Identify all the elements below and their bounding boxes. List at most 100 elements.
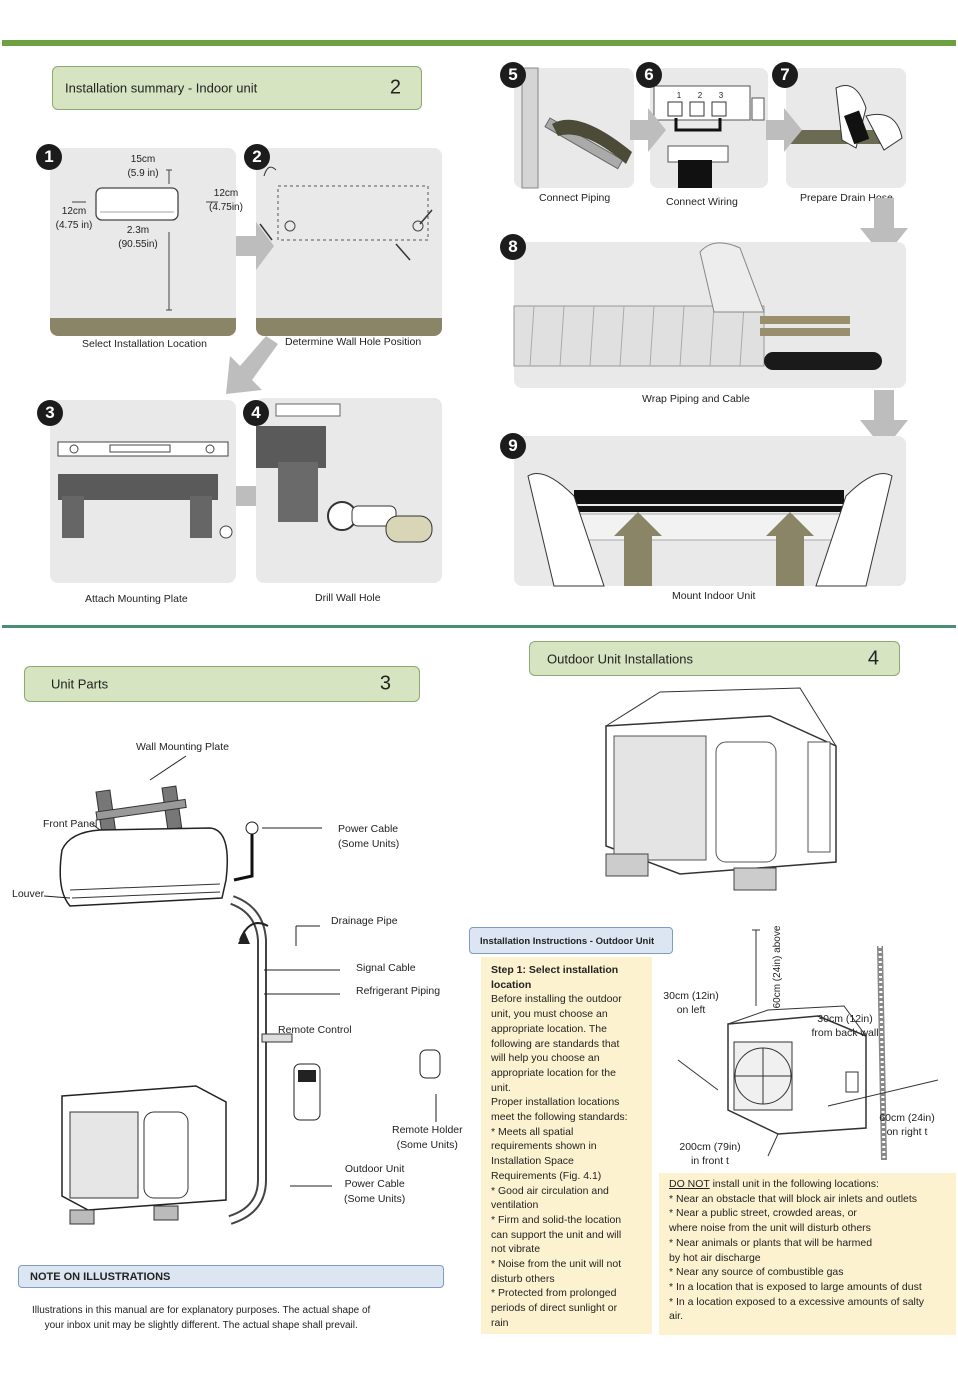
label-front-panel: Front Panel — [43, 818, 98, 830]
dim-bottom: 2.3m(90.55in) — [118, 225, 158, 250]
step-lines: Before installing the outdoor unit, you m… — [491, 992, 642, 1330]
step-6-caption: Connect Wiring — [666, 196, 738, 208]
text-line: meet the following standards: — [491, 1111, 628, 1124]
mount-unit-drawing — [527, 473, 893, 587]
text-line: disturb others — [491, 1272, 555, 1285]
text-line: appropriate location for the — [491, 1066, 616, 1079]
text-line: * Good air circulation and — [491, 1184, 609, 1197]
arrow-right-icon — [766, 108, 802, 152]
step-2-panel — [256, 148, 442, 336]
label-remote-control: Remote Control — [278, 1024, 352, 1036]
text-line: * Near a public street, crowded areas, o… — [669, 1207, 857, 1220]
step-1-caption: Select Installation Location — [82, 338, 207, 350]
text-line: * Noise from the unit will not — [491, 1258, 622, 1271]
text-line: unit, you must choose an — [491, 1008, 608, 1021]
drain-hose-drawing — [786, 85, 903, 151]
section-title: Outdoor Unit Installations — [547, 651, 693, 666]
text-line: following are standards that — [491, 1037, 620, 1050]
space-right: 60cm (24in)on right t — [879, 1112, 935, 1138]
middle-green-rule — [2, 625, 956, 628]
floor-strip — [50, 318, 236, 336]
text-line: * Meets all spatial — [491, 1125, 574, 1138]
space-back: 30cm (12in)from back wall — [811, 1013, 879, 1039]
text-line: not vibrate — [491, 1243, 541, 1256]
terminal-1: 1 — [676, 91, 682, 100]
note-header: NOTE ON ILLUSTRATIONS — [18, 1265, 444, 1288]
text-line: can support the unit and will — [491, 1228, 622, 1241]
do-not-heading-rest: install unit in the following locations: — [709, 1178, 879, 1190]
step-8-badge: 8 — [500, 234, 526, 260]
drill-wall-drawing — [256, 403, 433, 543]
text-line: Installation Space — [491, 1155, 574, 1168]
text-line: air. — [669, 1310, 684, 1323]
step-5-badge: 5 — [500, 62, 526, 88]
text-line: will help you choose an — [491, 1052, 600, 1065]
text-line: ventilation — [491, 1199, 539, 1212]
text-line: * Near an obstacle that will block air i… — [669, 1192, 918, 1205]
space-requirements-drawing — [677, 929, 939, 1161]
arrow-down-icon — [860, 390, 908, 450]
section-number: 4 — [867, 647, 879, 669]
text-line: appropriate location. The — [491, 1022, 607, 1035]
text-line: Proper installation locations — [491, 1096, 620, 1109]
section-3-header: Unit Parts 3 — [24, 666, 420, 702]
note-text: Illustrations in this manual are for exp… — [32, 1305, 371, 1331]
label-refrigerant-piping: Refrigerant Piping — [356, 985, 441, 997]
step-5-caption: Connect Piping — [539, 192, 611, 204]
do-not-lines: * Near an obstacle that will block air i… — [669, 1192, 946, 1324]
section-number: 3 — [379, 672, 391, 695]
text-line: * Firm and solid-the location — [491, 1213, 622, 1226]
dim-top: 15cm(5.9 in) — [127, 154, 159, 179]
piping-drawing — [521, 67, 632, 189]
text-line: * Near any source of combustible gas — [669, 1266, 844, 1279]
section-2-header: Installation summary - Indoor unit 2 — [52, 66, 422, 110]
text-line: unit. — [491, 1081, 511, 1094]
step-1-box: Step 1: Select installation location Bef… — [481, 957, 652, 1334]
section-title: Installation summary - Indoor unit — [65, 80, 258, 96]
text-line: where noise from the unit will disturb o… — [669, 1222, 871, 1235]
arrow-right-icon — [236, 222, 274, 270]
step-2-badge: 2 — [244, 144, 270, 170]
step-4-badge: 4 — [243, 400, 269, 426]
ac-unit-drawing — [72, 169, 218, 311]
step-2-caption: Determine Wall Hole Position — [285, 336, 422, 348]
step-9-badge: 9 — [500, 433, 526, 459]
text-line: requirements shown in — [491, 1140, 597, 1153]
mounting-plate-drawing — [57, 441, 233, 539]
do-not-box: DO NOT install unit in the following loc… — [659, 1173, 956, 1335]
wall-hole-drawing — [259, 166, 433, 261]
text-line: Before installing the outdoor — [491, 993, 622, 1006]
section-number: 2 — [389, 76, 401, 99]
label-remote-holder: Remote Holder(Some Units) — [392, 1124, 463, 1151]
space-left: 30cm (12in)on left — [663, 990, 719, 1016]
step-7-caption: Prepare Drain Hose — [800, 192, 893, 204]
section-title: Unit Parts — [51, 676, 109, 692]
arrow-down-left-icon — [226, 336, 278, 394]
floor-strip — [256, 318, 442, 336]
instructions-title: Installation Instructions - Outdoor Unit — [480, 936, 655, 947]
space-above: 60cm (24in) above — [772, 925, 783, 1009]
text-line: Requirements (Fig. 4.1) — [491, 1169, 602, 1182]
label-wall-plate: Wall Mounting Plate — [136, 741, 229, 753]
label-signal-cable: Signal Cable — [356, 962, 416, 974]
label-louver: Louver — [12, 888, 45, 900]
text-line: * In a location that is exposed to large… — [669, 1280, 922, 1293]
space-front: 200cm (79in)in front t — [679, 1141, 741, 1167]
do-not-emphasis: DO NOT — [669, 1178, 710, 1190]
note-title: NOTE ON ILLUSTRATIONS — [30, 1271, 171, 1283]
label-drainage-pipe: Drainage Pipe — [331, 915, 398, 927]
text-line: * Near animals or plants that will be ha… — [669, 1236, 873, 1249]
text-line: * Protected from prolonged — [491, 1287, 617, 1300]
step-1-panel — [50, 148, 236, 336]
dim-left: 12cm(4.75 in) — [55, 206, 93, 231]
text-line: * In a location exposed to a excessive a… — [669, 1295, 925, 1308]
wiring-drawing — [653, 85, 765, 188]
step-4-caption: Drill Wall Hole — [315, 592, 381, 604]
text-line: by hot air discharge — [669, 1251, 761, 1264]
wrap-piping-drawing — [513, 242, 882, 370]
step-9-caption: Mount Indoor Unit — [672, 590, 756, 602]
unit-parts-drawing — [43, 755, 441, 1225]
step-6-badge: 6 — [636, 62, 662, 88]
instructions-header: Installation Instructions - Outdoor Unit — [469, 927, 673, 954]
arrow-right-icon — [630, 108, 666, 152]
